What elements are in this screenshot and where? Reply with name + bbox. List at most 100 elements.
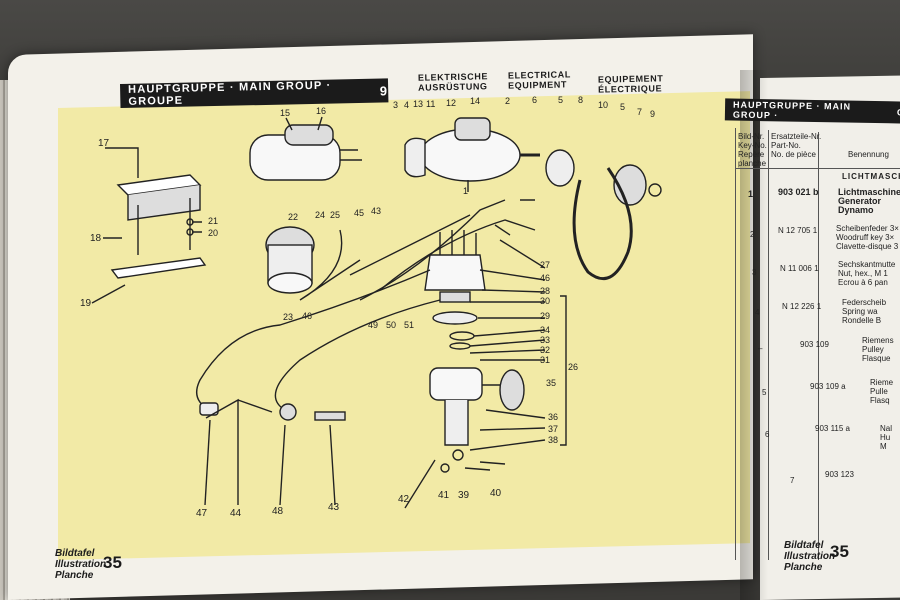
callout-22: 22 <box>288 212 299 222</box>
row-part: 903 109 a <box>810 382 846 391</box>
row-part: N 11 006 1 <box>780 264 819 273</box>
callout-40: 40 <box>490 488 502 499</box>
callout-45: 45 <box>354 208 365 218</box>
callout-21: 21 <box>208 216 219 226</box>
row-desc-line: Flasq <box>870 396 890 405</box>
right-footer-word-3: Planche <box>784 562 823 573</box>
col-header-key-2: Key-No. <box>738 141 767 150</box>
callout-17: 17 <box>98 138 110 149</box>
row-desc-line: Rieme <box>870 378 894 387</box>
row-desc-line: Sechskantmutte <box>838 260 896 269</box>
callout-41: 41 <box>438 490 450 501</box>
row-part: N 12 226 1 <box>782 302 822 311</box>
callout-24: 24 <box>315 210 326 220</box>
callout-46a: 46 <box>302 311 313 321</box>
row-key: 3 <box>752 268 757 277</box>
callout-6: 6 <box>532 95 538 105</box>
callout-44: 44 <box>230 508 242 519</box>
callout-50: 50 <box>386 320 397 330</box>
row-part: 903 123 <box>825 470 854 479</box>
callout-3: 3 <box>393 100 399 110</box>
callout-4: 4 <box>404 100 410 110</box>
callout-10: 10 <box>598 100 609 110</box>
col-header-part-1: Ersatzteile-Nr. <box>771 132 822 141</box>
callout-11: 11 <box>426 99 436 109</box>
section-title: LICHTMASCH <box>842 172 900 181</box>
right-page-number: 35 <box>830 542 849 561</box>
callout-28: 28 <box>540 286 551 296</box>
row-desc-line: Clavette-disque 3 <box>836 242 899 251</box>
callout-20: 20 <box>208 228 219 238</box>
callout-18: 18 <box>90 233 102 244</box>
callout-5a: 5 <box>558 95 564 105</box>
col-header-key-4: planche <box>738 159 767 168</box>
row-desc: Scheibenfeder 3× Woodruff key 3× Clavett… <box>836 224 899 251</box>
footer-word-2: Illustration <box>55 559 107 570</box>
callout-9: 9 <box>650 109 656 119</box>
callout-43b: 43 <box>328 502 340 513</box>
callout-13: 13 <box>413 99 424 109</box>
callout-1: 1 <box>463 186 469 196</box>
row-part: 903 109 <box>800 340 829 349</box>
callout-8: 8 <box>578 95 584 105</box>
callout-35: 35 <box>546 378 557 388</box>
callout-26: 26 <box>568 362 579 372</box>
table-rule <box>768 130 769 560</box>
callout-7: 7 <box>637 107 643 117</box>
row-desc-line: Nut, hex., M 1 <box>838 269 888 278</box>
row-key: 6 <box>765 430 770 439</box>
row-desc-line: Rondelle B <box>842 316 882 325</box>
callout-23: 23 <box>283 312 294 322</box>
callout-39: 39 <box>458 490 470 501</box>
col-header-key: Bild-Nr. Key-No. Repère planche <box>738 132 767 168</box>
col-header-part: Ersatzteile-Nr. Part-No. No. de pièce <box>771 132 821 159</box>
row-part: 903 115 a <box>815 424 850 433</box>
callout-27: 27 <box>540 260 551 270</box>
row-part: 903 021 b <box>778 187 819 197</box>
row-desc-line: Pulley <box>862 345 884 354</box>
row-key: – <box>758 344 763 353</box>
callout-38: 38 <box>548 435 559 445</box>
row-desc: Nal Hu M <box>880 424 892 451</box>
callout-30: 30 <box>540 296 551 306</box>
left-footer-words: Bildtafel Illustration Planche <box>55 548 106 581</box>
callout-12: 12 <box>446 98 457 108</box>
callout-51: 51 <box>404 320 415 330</box>
right-footer-words: Bildtafel Illustration Planche <box>784 540 835 573</box>
row-key: 2 <box>750 230 755 239</box>
row-part: N 12 705 1 <box>778 226 818 235</box>
callout-43a: 43 <box>371 206 382 216</box>
callout-19: 19 <box>80 298 92 309</box>
callout-31: 31 <box>540 355 551 365</box>
row-desc: Federscheib Spring wa Rondelle B <box>842 298 886 325</box>
callout-15: 15 <box>280 108 291 118</box>
callout-33: 33 <box>540 335 551 345</box>
callout-34: 34 <box>540 325 551 335</box>
col-header-part-3: No. de pièce <box>771 150 816 159</box>
right-group-label: HAUPTGRUPPE · MAIN GROUP · <box>732 99 852 121</box>
row-key: 7 <box>790 476 795 485</box>
row-key: 5 <box>762 388 767 397</box>
col-header-desc: Benennung <box>848 150 889 159</box>
callout-29: 29 <box>540 311 551 321</box>
row-desc-line: Spring wa <box>842 307 878 316</box>
callout-49: 49 <box>368 320 379 330</box>
callout-42: 42 <box>398 494 410 505</box>
row-desc: Riemens Pulley Flasque <box>862 336 894 363</box>
col-header-key-3: Repère <box>738 150 765 159</box>
callout-36: 36 <box>548 412 559 422</box>
callout-47: 47 <box>196 508 208 519</box>
row-desc-line: Woodruff key 3× <box>836 233 895 242</box>
book-gutter <box>740 70 780 600</box>
row-desc-line: Federscheib <box>842 298 887 307</box>
callout-14: 14 <box>470 96 481 106</box>
row-desc-line: Pulle <box>870 387 888 396</box>
row-desc-line: Lichtmaschine <box>838 187 900 197</box>
footer-word-1: Bildtafel <box>55 548 95 559</box>
right-group-header-bar: HAUPTGRUPPE · MAIN GROUP · G <box>724 98 900 124</box>
right-footer-word-2: Illustration <box>784 551 836 562</box>
row-desc: Sechskantmutte Nut, hex., M 1 Ecrou à 6 … <box>838 260 895 287</box>
row-desc-line: Nal <box>880 424 893 433</box>
row-desc-line: Dynamo <box>838 205 874 215</box>
row-desc-line: Riemens <box>862 336 894 345</box>
